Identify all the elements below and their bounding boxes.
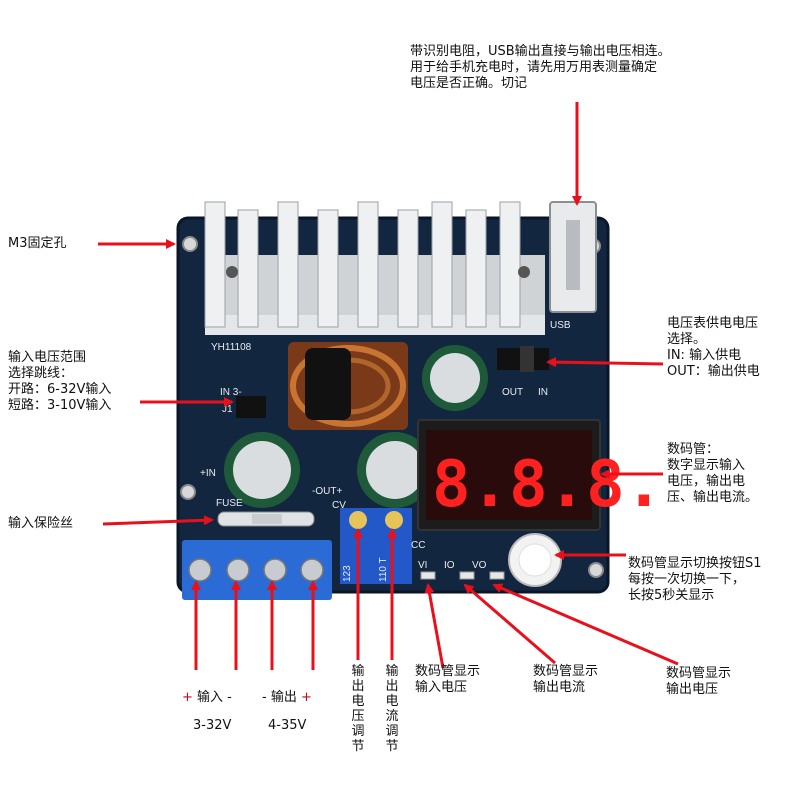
mount-hole-label: M3固定孔 (8, 236, 67, 252)
meter-power-line-3: IN: 输入供电 (667, 348, 742, 363)
display-digits: 8.8.8. (432, 448, 663, 522)
silk-usb: USB (550, 320, 571, 331)
input-plus: + (182, 690, 193, 705)
usb-note-line-3: 电压是否正确。切记 (410, 76, 528, 91)
terminal-block (182, 540, 332, 600)
input-range-value: 3-32V (193, 718, 232, 733)
silk-cv: CV (332, 500, 346, 511)
output-range-label: 4-35V (268, 718, 306, 734)
silk-j1: J1 (222, 404, 233, 415)
silk-led-vo: VO (472, 560, 487, 571)
silk-in: IN (538, 387, 548, 398)
led-vo-note: 数码管显示 输出电压 (666, 666, 731, 698)
led-vo-line-1: 数码管显示 (666, 666, 732, 681)
pot-cv-char: 节 (351, 739, 365, 754)
pot-cc-char: 输 (385, 664, 399, 679)
input-range-line-2: 选择跳线： (8, 366, 74, 381)
input-text: 输入 - (197, 690, 232, 705)
pot-cv-char: 输 (351, 664, 365, 679)
pot-cc-label: 输 出 电 流 调 节 (385, 664, 399, 754)
fuse-label: 输入保险丝 (8, 516, 73, 532)
output-plus: + (300, 690, 312, 705)
inductor (288, 342, 408, 430)
silk-cc: CC (411, 540, 425, 551)
input-label: + 输入 - (182, 690, 232, 706)
capacitors (224, 345, 488, 508)
silk-led-vi: VI (418, 560, 427, 571)
input-range-note: 输入电压范围 选择跳线： 开路：6-32V输入 短路：3-10V输入 (8, 350, 111, 414)
led-io-note: 数码管显示 输出电流 (533, 664, 598, 696)
usb-note-line-1: 带识别电阻，USB输出直接与输出电压相连。 (410, 44, 671, 59)
led-io-line-1: 数码管显示 (533, 664, 599, 679)
silk-pot1: 123 (342, 565, 353, 582)
fuse-text: 输入保险丝 (8, 516, 74, 531)
meter-power-line-4: OUT：输出供电 (667, 364, 760, 379)
status-leds (420, 571, 505, 580)
usb-note: 带识别电阻，USB输出直接与输出电压相连。 用于给手机充电时，请先用万用表测量确… (410, 44, 671, 92)
display-line-3: 电压，输出电 (667, 474, 746, 489)
led-vi-line-2: 输入电压 (415, 680, 468, 695)
jumper-j1 (236, 346, 549, 418)
display-note: 数码管： 数字显示输入 电压，输出电 压、输出电流。 (667, 442, 758, 506)
output-range-value: 4-35V (268, 718, 307, 733)
pot-cv-char: 压 (351, 709, 365, 724)
silk-out: OUT (502, 387, 523, 398)
output-text: - 输出 (262, 690, 297, 705)
pot-cc-char: 出 (385, 679, 399, 694)
heatsink (204, 201, 545, 335)
display-line-4: 压、输出电流。 (667, 490, 759, 505)
pot-cv-char: 调 (351, 724, 365, 739)
silk-out-minus-plus: -OUT+ (312, 486, 342, 497)
pot-cv-char: 电 (351, 694, 365, 709)
display-line-2: 数字显示输入 (667, 458, 746, 473)
led-vi-note: 数码管显示 输入电压 (415, 664, 480, 696)
mount-holes (180, 236, 604, 578)
input-range-line-1: 输入电压范围 (8, 350, 87, 365)
pot-cv-char: 出 (351, 679, 365, 694)
meter-power-line-2: 选择。 (667, 332, 707, 347)
button-line-3: 长按5秒关显示 (628, 588, 715, 603)
usb-note-line-2: 用于给手机充电时，请先用万用表测量确定 (410, 60, 658, 75)
silk-pot2: 110 T (378, 557, 389, 582)
display-line-1: 数码管： (667, 442, 720, 457)
fuse (217, 511, 315, 527)
silk-model: YH11108 (211, 342, 252, 353)
led-vo-line-2: 输出电压 (666, 682, 719, 697)
pot-cv-label: 输 出 电 压 调 节 (351, 664, 365, 754)
input-range-line-3: 开路：6-32V输入 (8, 382, 112, 397)
pot-cc-char: 调 (385, 724, 399, 739)
usb-port (549, 201, 597, 313)
arrows (98, 102, 679, 670)
pot-cc-char: 电 (385, 694, 399, 709)
button-line-1: 数码管显示切换按钮S1 (628, 556, 762, 571)
button-s1 (508, 533, 562, 587)
silk-plus-in: +IN (200, 468, 216, 479)
pot-cc-char: 流 (385, 709, 399, 724)
input-range-label: 3-32V (193, 718, 231, 734)
silk-fuse: FUSE (216, 498, 243, 509)
pot-cc-char: 节 (385, 739, 399, 754)
silk-jumper-in: IN 3- (220, 387, 242, 398)
led-io-line-2: 输出电流 (533, 680, 586, 695)
meter-power-line-1: 电压表供电电压 (667, 316, 759, 331)
meter-power-note: 电压表供电电压 选择。 IN: 输入供电 OUT：输出供电 (667, 316, 760, 380)
output-label: - 输出 + (262, 690, 312, 706)
input-range-line-4: 短路：3-10V输入 (8, 398, 112, 413)
button-line-2: 每按一次切换一下， (628, 572, 746, 587)
seven-segment-display (417, 419, 601, 531)
silk-led-io: IO (444, 560, 455, 571)
mount-hole-text: M3固定孔 (8, 236, 67, 251)
button-note: 数码管显示切换按钮S1 每按一次切换一下， 长按5秒关显示 (628, 556, 762, 604)
led-vi-line-1: 数码管显示 (415, 664, 481, 679)
